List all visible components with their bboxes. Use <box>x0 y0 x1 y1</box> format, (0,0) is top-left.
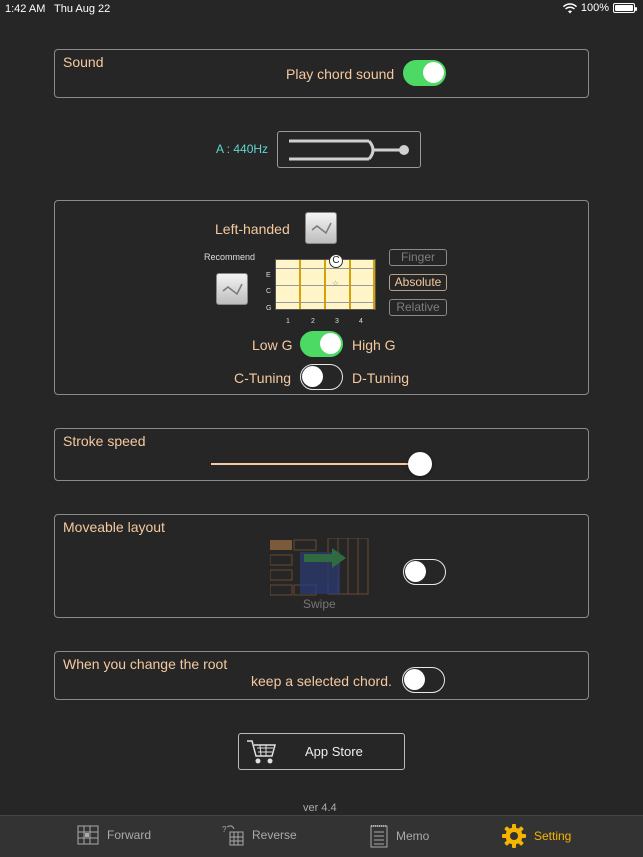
fret-number: 4 <box>359 318 363 325</box>
notepad-icon <box>370 825 388 848</box>
left-handed-checkbox[interactable] <box>305 212 337 244</box>
gear-icon <box>502 824 526 848</box>
root-change-panel: When you change the root <box>54 651 589 700</box>
app-store-label: App Store <box>305 744 363 759</box>
moveable-layout-title: Moveable layout <box>63 519 165 535</box>
high-g-label: High G <box>352 337 396 353</box>
tab-setting-label: Setting <box>534 829 572 843</box>
tab-forward-label: Forward <box>107 828 152 842</box>
status-date: Thu Aug 22 <box>54 3 111 15</box>
tab-reverse[interactable]: ? Reverse <box>222 824 297 846</box>
stroke-speed-title: Stroke speed <box>63 433 146 449</box>
star-marker: ☆ <box>332 279 340 288</box>
low-g-label: Low G <box>252 337 293 353</box>
sound-title: Sound <box>63 54 104 70</box>
tab-memo[interactable]: Memo <box>370 824 429 848</box>
swipe-illustration-icon <box>270 538 369 596</box>
c-d-tuning-toggle[interactable] <box>300 364 343 390</box>
relative-mode-button[interactable]: Relative <box>389 299 447 316</box>
slider-thumb[interactable] <box>408 452 432 476</box>
tuning-fork-button[interactable] <box>277 131 421 168</box>
layout-panel <box>54 200 589 395</box>
fret-number: 3 <box>335 318 339 325</box>
reverse-fretboard-icon: ? <box>222 825 244 846</box>
status-right: 100% <box>562 2 637 14</box>
string-label: C <box>266 288 272 295</box>
d-tuning-label: D-Tuning <box>352 370 410 386</box>
left-handed-label: Left-handed <box>215 221 290 237</box>
sound-panel: Sound <box>54 49 589 98</box>
root-change-title: When you change the root <box>63 656 228 672</box>
version-label: ver 4.4 <box>303 802 337 814</box>
keep-chord-toggle[interactable] <box>402 667 445 693</box>
checkmark-icon <box>311 222 332 235</box>
checkmark-icon <box>222 283 243 296</box>
c-tuning-label: C-Tuning <box>234 370 292 386</box>
moveable-layout-toggle[interactable] <box>403 559 446 585</box>
tab-reverse-label: Reverse <box>252 828 297 842</box>
string-label: G <box>266 305 272 312</box>
wifi-icon <box>562 2 577 13</box>
g-tuning-toggle[interactable] <box>300 331 343 357</box>
absolute-mode-button[interactable]: Absolute <box>389 274 447 291</box>
tuning-fork-icon <box>289 139 409 161</box>
tuning-fork-label: A : 440Hz <box>216 142 269 156</box>
tab-bar: Forward ? Reverse Memo <box>0 815 643 857</box>
keep-chord-label: keep a selected chord. <box>251 673 392 689</box>
stroke-speed-panel: Stroke speed <box>54 428 589 481</box>
play-chord-toggle[interactable] <box>403 60 446 86</box>
app-store-button[interactable]: App Store <box>238 733 405 770</box>
stroke-speed-slider[interactable] <box>211 452 433 476</box>
battery-percent: 100% <box>580 2 609 14</box>
tab-forward[interactable]: Forward <box>77 824 151 846</box>
swipe-label: Swipe <box>303 597 336 611</box>
moveable-layout-panel: Moveable layout <box>54 514 589 618</box>
finger-mode-button[interactable]: Finger <box>389 249 447 266</box>
string-label: E <box>266 272 271 279</box>
tab-setting[interactable]: Setting <box>502 824 571 848</box>
shopping-cart-icon <box>247 740 276 764</box>
fret-number: 2 <box>311 318 315 325</box>
status-time: 1:42 AM <box>5 3 46 15</box>
chord-marker: C <box>329 254 343 268</box>
status-bar: 1:42 AM Thu Aug 22 100% <box>0 0 643 18</box>
tab-memo-label: Memo <box>396 829 430 843</box>
svg-text:?: ? <box>222 825 227 834</box>
fret-number: 1 <box>286 318 290 325</box>
slider-track <box>211 463 421 465</box>
recommend-label: Recommend <box>204 252 256 262</box>
fretboard-preview <box>275 259 376 310</box>
fretboard-icon <box>77 825 99 845</box>
battery-icon <box>613 3 637 13</box>
play-chord-label: Play chord sound <box>286 66 395 82</box>
recommend-checkbox[interactable] <box>216 273 248 305</box>
